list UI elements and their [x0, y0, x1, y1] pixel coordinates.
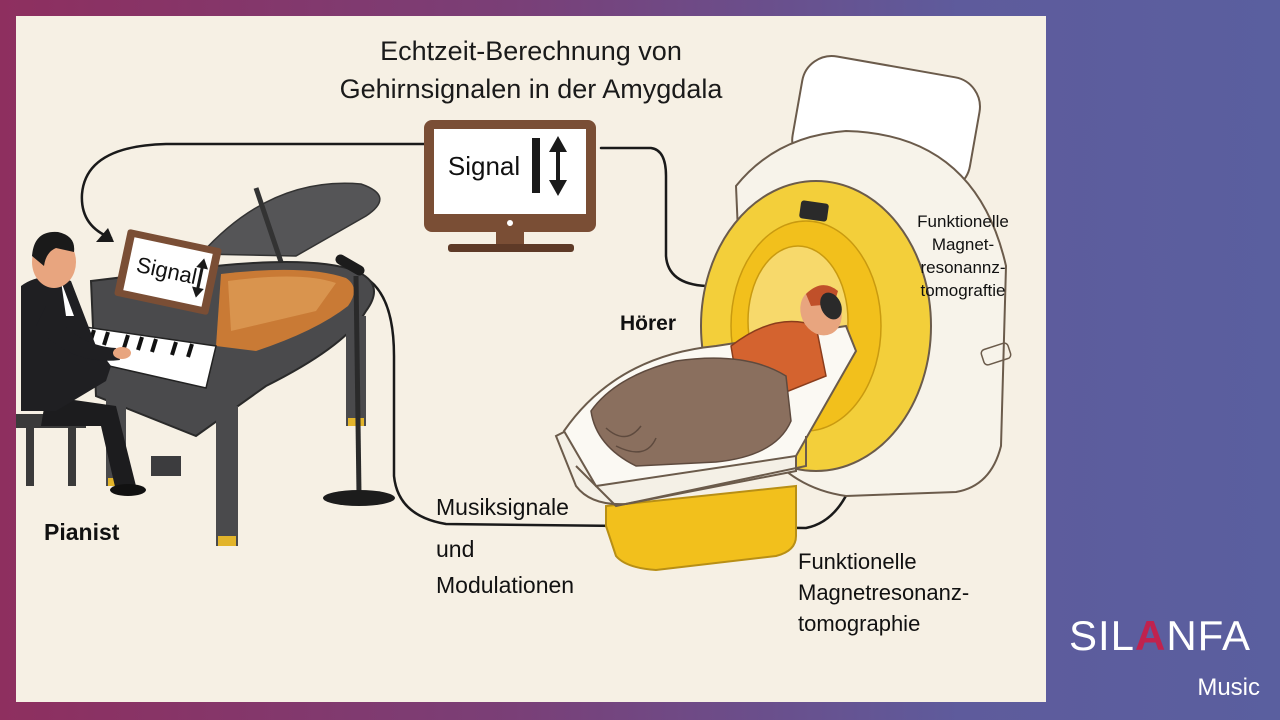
brand-logo-pre: SIL: [1068, 612, 1135, 659]
fmri-caption-line1: Funktionelle: [798, 549, 917, 574]
listener-figure: [590, 285, 842, 467]
microphone-icon: [323, 254, 395, 506]
scanner-label-line3: resonannz-: [920, 258, 1006, 277]
scanner-label-line2: Magnet-: [931, 235, 995, 254]
brand-logo-post: NFA: [1166, 612, 1252, 659]
scene-illustration: Signal: [16, 55, 1012, 572]
pianist-figure: [16, 231, 146, 496]
fmri-caption: Funktionelle Magnetresonanz- tomographie: [798, 546, 1038, 639]
scanner-label-line1: Funktionelle: [917, 212, 1009, 231]
brand-logo-accent: A: [1135, 612, 1167, 659]
illustration-panel: Signal: [16, 16, 1046, 702]
grand-piano: [73, 182, 381, 546]
brand-logo: SILANFA: [1060, 612, 1260, 660]
scanner-fmri-label: Funktionelle Magnet- resonannz- tomograf…: [888, 210, 1038, 302]
pianist-label: Pianist: [44, 519, 120, 545]
fmri-caption-line2: Magnetresonanz-: [798, 580, 970, 605]
fmri-caption-line3: tomographie: [798, 611, 921, 636]
monitor-signal-label: Signal: [448, 151, 520, 181]
brand-subtitle: Music: [1197, 674, 1260, 701]
microphone-cable: [364, 276, 858, 530]
music-signals-label-line1: Musiksignale: [436, 494, 569, 520]
monitor-to-piano-cable: [80, 142, 428, 240]
listener-label: Hörer: [620, 312, 677, 335]
title-line-2: Gehirnsignalen in der Amygdala: [339, 74, 723, 104]
title-line-1: Echtzeit-Berechnung von: [380, 36, 682, 66]
up-down-arrow-icon: [549, 136, 567, 196]
scanner-label-line4: tomograftie: [920, 281, 1006, 300]
headphones-icon: [820, 292, 842, 320]
diagram-title: Echtzeit-Berechnung von Gehirnsignalen i…: [266, 32, 796, 108]
music-signals-label-line3: Modulationen: [436, 572, 575, 598]
music-signals-label-line2: und: [436, 536, 475, 562]
up-down-arrow-icon: [192, 258, 208, 298]
cable-arrowhead: [96, 228, 114, 242]
signal-monitor: [424, 120, 596, 252]
